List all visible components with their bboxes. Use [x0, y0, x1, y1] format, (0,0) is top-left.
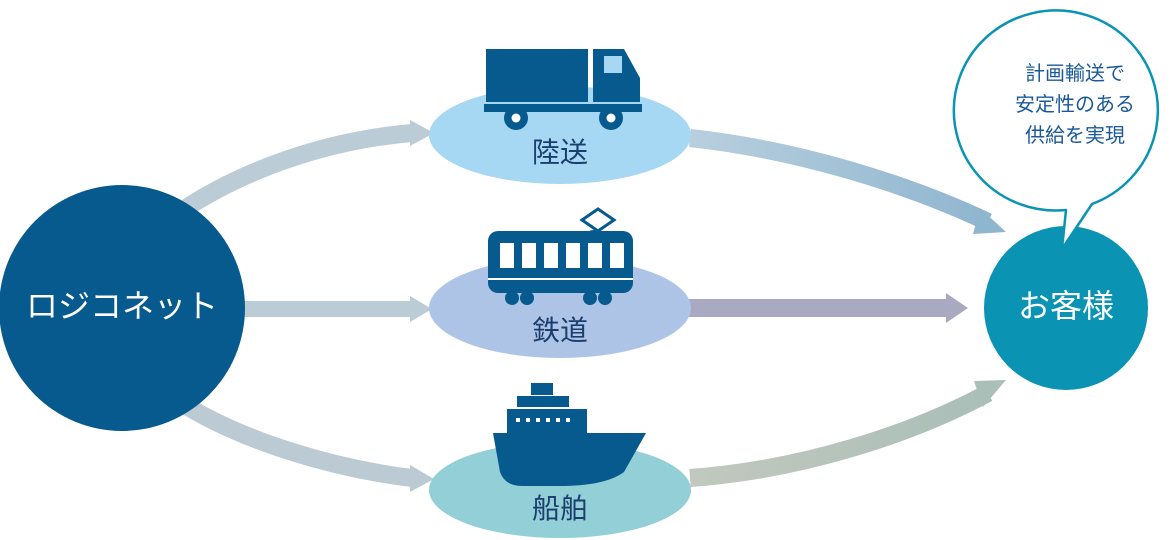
source-label: ロジコネット [25, 287, 219, 325]
arrow-train-to-destination [688, 293, 968, 323]
callout-bubble [952, 9, 1160, 251]
arrow-source-to-ship [175, 394, 434, 492]
ship-label: 船舶 [531, 492, 589, 525]
callout-text: 計画輸送で 安定性のある 供給を実現 [980, 58, 1170, 151]
ship-icon [493, 383, 646, 486]
truck-label: 陸送 [531, 136, 589, 169]
destination-circle [984, 226, 1148, 390]
arrow-source-to-truck [174, 120, 434, 220]
arrow-truck-to-destination [689, 129, 1006, 234]
arrow-source-to-train [244, 296, 432, 322]
source-circle [0, 185, 245, 431]
callout-line: 供給を実現 [1025, 123, 1125, 147]
callout-line: 計画輸送で [1025, 61, 1125, 85]
destination-label: お客様 [1017, 287, 1115, 325]
train-label: 鉄道 [531, 314, 589, 347]
callout-line: 安定性のある [1015, 92, 1135, 116]
truck-icon [484, 49, 642, 130]
train-icon [488, 207, 633, 305]
arrow-ship-to-destination [689, 380, 1006, 487]
